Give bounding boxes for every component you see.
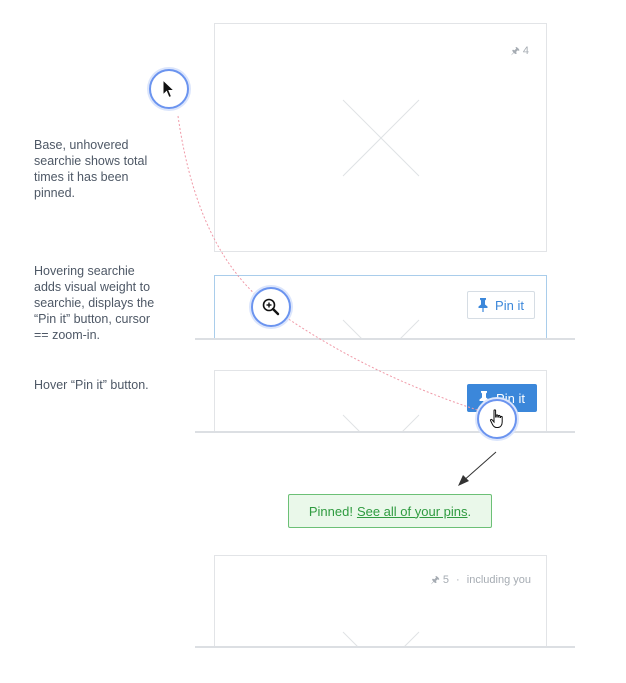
annotation-button-hover: Hover “Pin it” button.	[34, 377, 149, 393]
pin-count-value: 4	[522, 45, 529, 57]
x-placeholder-icon	[342, 631, 420, 647]
toast-suffix: .	[467, 503, 472, 519]
zoom-in-icon	[262, 298, 280, 316]
annotation-line: searchie, displays the	[34, 296, 155, 310]
annotation-hover: Hovering searchie adds visual weight to …	[34, 263, 154, 343]
pin-it-label: Pin it	[495, 297, 524, 313]
searchie-card-pinned[interactable]: 🖈 5 · including you	[214, 555, 547, 648]
pin-it-button[interactable]: Pin it	[467, 291, 535, 319]
arrowhead	[458, 475, 469, 486]
arrow-cursor	[149, 69, 189, 109]
annotation-line: Base, unhovered	[34, 138, 129, 152]
zoom-in-cursor	[251, 287, 291, 327]
annotation-base: Base, unhovered searchie shows total tim…	[34, 137, 147, 201]
annotation-line: Hover “Pin it” button.	[34, 378, 149, 392]
x-placeholder-icon	[342, 99, 420, 177]
annotation-line: searchie shows total	[34, 154, 148, 168]
divider	[195, 431, 575, 433]
including-you-label: including you	[466, 574, 531, 586]
pin-count: 🖈 4	[511, 44, 529, 61]
x-placeholder-icon	[342, 319, 420, 338]
annotation-line: adds visual weight to	[34, 280, 151, 294]
pinned-arrow	[461, 451, 497, 483]
toast-prefix: Pinned!	[308, 503, 353, 519]
annotation-line: == zoom-in.	[34, 328, 101, 342]
pushpin-icon	[478, 298, 488, 312]
x-placeholder-icon	[342, 414, 420, 432]
pin-count-value: 5	[442, 574, 449, 586]
annotation-line: Hovering searchie	[34, 264, 135, 278]
pushpin-icon: 🖈	[510, 46, 520, 57]
hand-pointer-icon	[489, 409, 503, 428]
separator: ·	[456, 574, 460, 586]
pinned-toast: Pinned! See all of your pins .	[288, 494, 492, 528]
arrow-cursor-icon	[162, 79, 176, 99]
see-pins-link[interactable]: See all of your pins	[356, 503, 468, 519]
divider	[195, 646, 575, 648]
pin-count: 🖈 5 · including you	[431, 573, 531, 590]
divider	[195, 338, 575, 340]
annotation-line: “Pin it” button, cursor	[34, 312, 151, 326]
searchie-card-base[interactable]: 🖈 4	[214, 23, 547, 252]
hand-cursor	[477, 399, 517, 439]
annotation-line: pinned.	[34, 186, 76, 200]
annotation-line: times it has been	[34, 170, 129, 184]
pushpin-icon: 🖈	[430, 575, 440, 586]
